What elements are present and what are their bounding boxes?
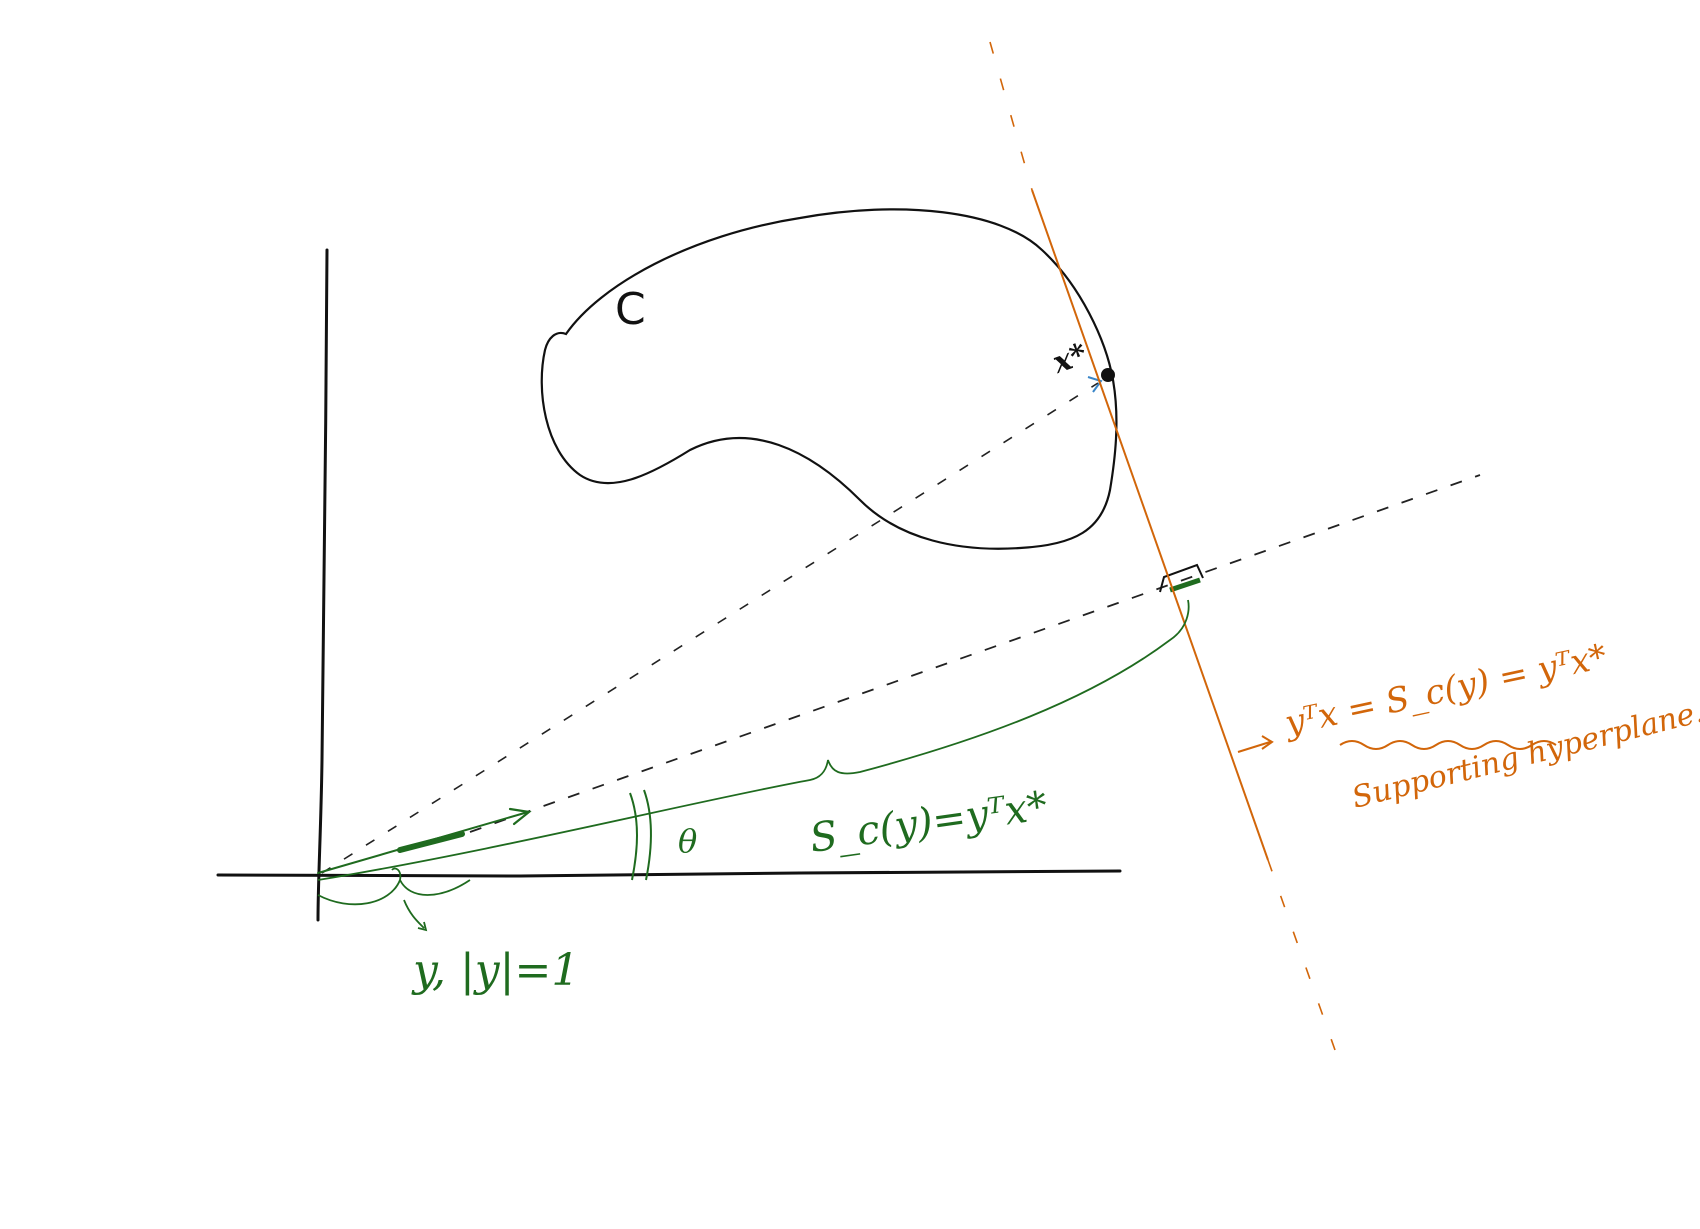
support-function-brace xyxy=(317,599,1190,881)
hyperplane-dashed-bottom xyxy=(1267,859,1336,1051)
optimal-point-dot xyxy=(1101,368,1115,382)
set-c-boundary xyxy=(540,208,1118,550)
unit-vector-y xyxy=(317,807,532,874)
set-c-label: C xyxy=(615,284,646,335)
supporting-hyperplane xyxy=(1031,189,1269,861)
vector-y-brace-pointer xyxy=(403,899,428,932)
angle-arc-inner xyxy=(629,792,638,881)
vector-y-brace xyxy=(317,867,471,906)
right-angle-green-mark xyxy=(1169,577,1201,593)
hyperplane-wavy-underline xyxy=(1339,740,1557,750)
angle-theta-label: θ xyxy=(678,822,697,860)
right-angle-marker xyxy=(1159,563,1204,593)
hyperplane-label-arrow xyxy=(1237,735,1274,753)
blue-arrowhead xyxy=(1087,376,1103,393)
vector-y-thick-stroke xyxy=(397,831,465,853)
y-axis xyxy=(316,248,329,922)
vector-y-label: y, |y|=1 xyxy=(411,945,579,996)
vector-y-arrowhead xyxy=(508,807,532,826)
angle-arc-outer xyxy=(643,789,652,881)
support-function-label: S_c(y)=yᵀx* xyxy=(807,783,1050,862)
x-axis xyxy=(216,869,1122,878)
angle-theta-marks xyxy=(629,789,652,881)
hyperplane-dashed-top xyxy=(989,41,1033,191)
axes xyxy=(216,248,1122,922)
y-direction-dashed-line xyxy=(469,474,1481,833)
